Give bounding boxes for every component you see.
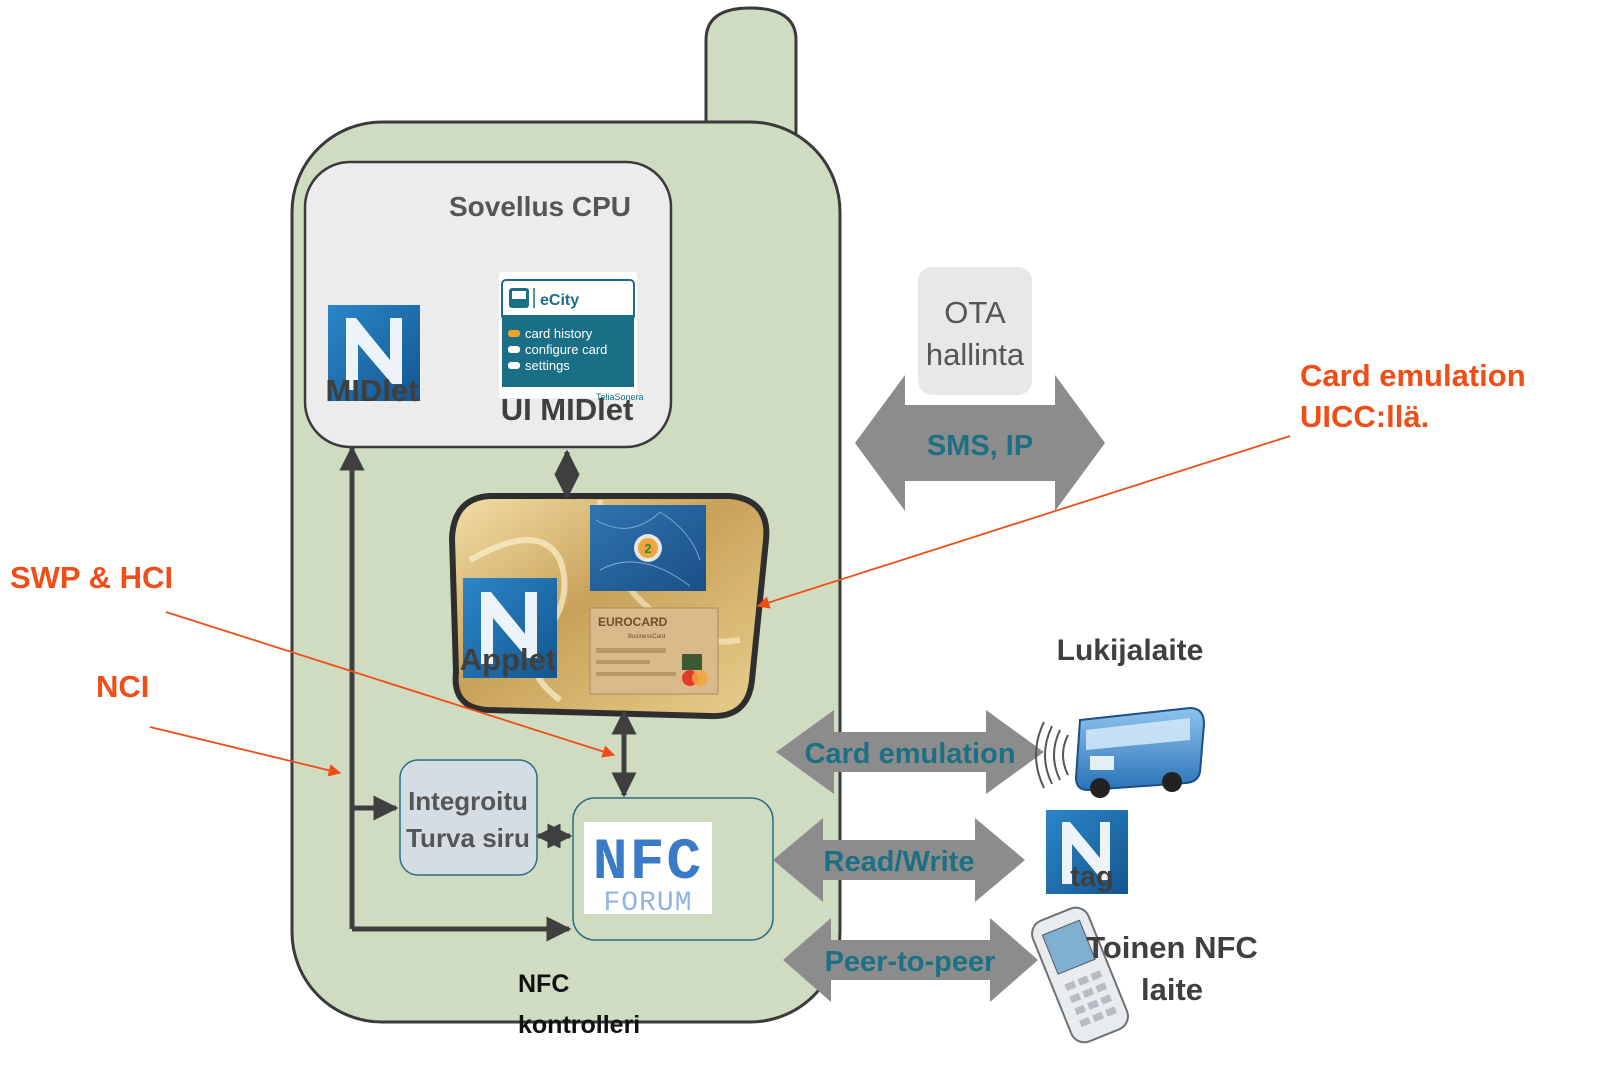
internal-bus-lines <box>339 445 637 942</box>
card-emulation-uicc-note-line1: Card emulation <box>1300 358 1526 393</box>
bus-icon <box>1074 706 1206 798</box>
midlet-label: MIDlet <box>326 373 419 408</box>
controller-label-line1: NFC <box>518 970 569 998</box>
ecity-item-configure-card: configure card <box>525 342 607 357</box>
peer-to-peer-double-arrow <box>783 918 1038 1002</box>
read-write-label: Read/Write <box>824 846 975 878</box>
ecity-item-card-history: card history <box>525 326 593 341</box>
eurocard-sub: BusinessCard <box>628 634 665 640</box>
nfc-forum-logo-bottom: FORUM <box>603 888 692 919</box>
controller-label-line2: kontrolleri <box>518 1011 640 1039</box>
sms-ip-label: SMS, IP <box>927 430 1033 462</box>
mobile-phone-icon <box>1031 906 1129 1044</box>
secure-chip-label-line1: Integroitu <box>408 786 528 816</box>
sms-ip-double-arrow <box>855 375 1105 511</box>
nci-pointer <box>149 726 342 777</box>
phone-antenna <box>704 6 798 137</box>
applet-label: Applet <box>460 642 556 677</box>
ecity-footer: TeliaSonera <box>596 392 644 402</box>
reader-device-label: Lukijalaite <box>1057 634 1204 667</box>
tag-label: tag <box>1070 861 1114 893</box>
rf-wave-icon <box>1035 721 1069 789</box>
ecity-screen: eCity card history configure card settin… <box>499 272 644 402</box>
nfc-forum-logo: NFC FORUM <box>584 822 712 919</box>
nfc-n-mark-icon <box>328 305 420 401</box>
svg-text:2: 2 <box>644 541 651 556</box>
ecity-item-settings: settings <box>525 358 570 373</box>
eurocard-icon: EUROCARD BusinessCard <box>589 607 719 695</box>
integrated-secure-chip-box <box>399 759 538 876</box>
card-emulation-double-arrow <box>776 710 1044 794</box>
peer-to-peer-label: Peer-to-peer <box>825 946 996 978</box>
other-nfc-device-label-line2: laite <box>1141 972 1203 1007</box>
read-write-double-arrow <box>773 818 1025 902</box>
other-nfc-device-label-line1: Toinen NFC <box>1086 930 1258 965</box>
card-emulation-uicc-note-line2: UICC:llä. <box>1300 399 1429 434</box>
nfc-n-mark-icon <box>463 578 557 678</box>
card-emulation-uicc-pointer <box>756 435 1291 609</box>
ota-label-line1: OTA <box>944 295 1006 330</box>
card-emulation-label: Card emulation <box>804 738 1015 770</box>
nci-label: NCI <box>96 669 149 704</box>
transit-card-icon: 2 <box>590 505 706 591</box>
swp-hci-pointer <box>165 611 616 758</box>
ecity-title: eCity <box>540 292 579 309</box>
secure-chip-label-line2: Turva siru <box>406 823 530 853</box>
nfc-tag-icon <box>1046 810 1128 894</box>
nfc-forum-logo-top: NFC <box>593 831 703 896</box>
eurocard-brand: EUROCARD <box>598 615 668 629</box>
ota-management-box <box>918 267 1032 395</box>
ota-label-line2: hallinta <box>926 337 1025 372</box>
cpu-title: Sovellus CPU <box>449 191 631 222</box>
swp-hci-label: SWP & HCI <box>10 560 173 595</box>
ui-midlet-label: UI MIDlet <box>501 392 634 427</box>
bus-icon <box>509 288 529 308</box>
